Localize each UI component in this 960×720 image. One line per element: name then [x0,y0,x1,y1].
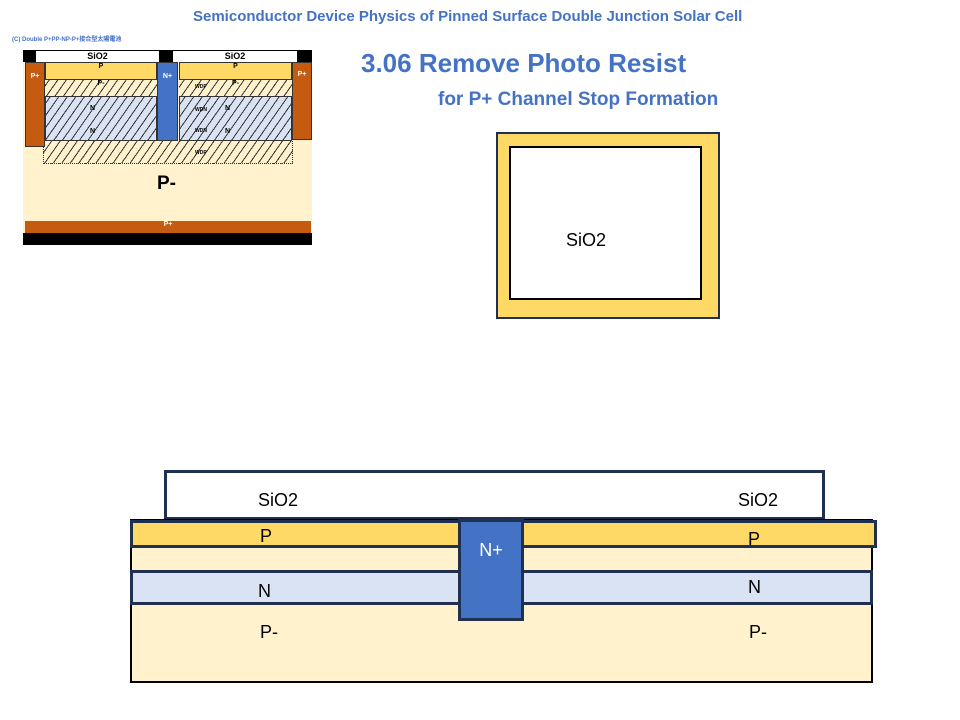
n-label-left: N [258,581,271,601]
page-title: Semiconductor Device Physics of Pinned S… [193,8,743,25]
sio2-label-right: SiO2 [738,490,779,510]
thumb-wdp-top: WDP [195,84,207,90]
nplus-region: N+ [458,519,524,621]
step-title: 3.06 Remove Photo Resist [361,48,687,78]
thumb-sio2-right: SiO2 [173,51,297,62]
pminus-label-left: P- [260,622,278,642]
sio2-label-left: SiO2 [258,490,299,510]
thumb-p-right: P [179,62,292,80]
thumb-p-left: P [45,62,157,80]
thumb-pminus-right: P- [179,80,292,96]
thumb-pplus-bottom: P+ [25,221,311,233]
thumb-back-contact [23,233,312,245]
thumb-substrate-label: P- [157,173,176,194]
thumb-n2-right: N [225,128,231,135]
thumb-pplus-left: P+ [25,62,45,147]
pminus-label-right: P- [749,622,767,642]
sio2-layer [164,470,825,520]
thumb-pminus-left: P- [45,80,157,96]
thumb-pplus-right: P+ [292,62,312,140]
thumb-n1-left: N [90,105,96,112]
thumb-sio2-left: SiO2 [36,51,159,62]
thumb-n-right [179,96,292,141]
top-view-label: SiO2 [566,230,607,250]
step-subtitle: for P+ Channel Stop Formation [438,89,719,110]
thumb-wdp-bottom: WDP [195,150,207,156]
n-label-right: N [748,577,761,597]
top-view-sio2 [509,146,702,300]
thumb-n1-right: N [225,105,231,112]
thumbnail-caption: (C) Double P+PP-NP-P+接合型太陽電池 [12,37,122,43]
thumb-n2-left: N [90,128,96,135]
thumb-n-left [45,96,157,141]
thumb-wdn-2: WDN [195,128,207,134]
p-label-right: P [748,529,761,549]
thumb-wdn-1: WDN [195,107,207,113]
p-label-left: P [260,526,273,546]
thumb-nplus: N+ [157,62,178,141]
thumb-depletion-bottom [43,141,293,164]
